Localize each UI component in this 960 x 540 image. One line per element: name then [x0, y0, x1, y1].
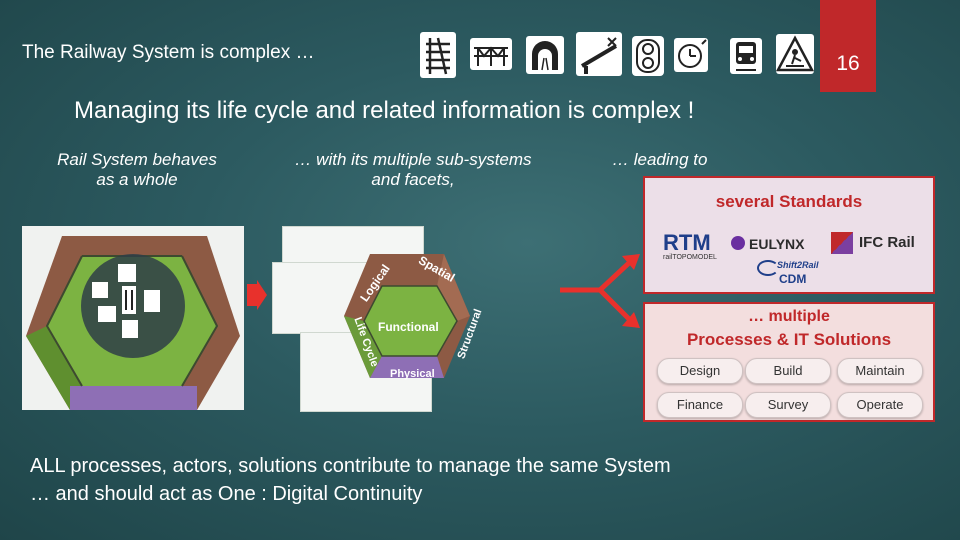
ifc-rail-logo-icon — [831, 232, 853, 254]
signal-light-icon — [632, 36, 664, 76]
column-label-line: Rail System behaves — [57, 150, 217, 169]
column-label-line: as a whole — [96, 170, 178, 189]
column-label-line: … with its multiple sub-systems — [294, 150, 532, 169]
column-label-line: and facets, — [371, 170, 455, 189]
rtm-logo-subtitle: railTOPOMODEL — [663, 254, 717, 261]
standards-heading: several Standards — [715, 192, 863, 211]
railway-icon-strip — [418, 30, 818, 80]
standards-panel: several Standards RTM railTOPOMODEL EULY… — [643, 176, 935, 294]
clock-icon — [674, 38, 708, 72]
track-worker-icon — [775, 34, 815, 74]
slide-subtitle: Managing its life cycle and related info… — [74, 97, 695, 124]
facet-label-physical: Physical — [390, 368, 435, 380]
column-label-line: … leading to — [612, 150, 708, 169]
process-finance-button[interactable]: Finance — [657, 392, 743, 418]
column-label-whole-system: Rail System behaves as a whole — [22, 150, 252, 190]
process-build-button[interactable]: Build — [745, 358, 831, 384]
tunnel-icon — [526, 36, 564, 74]
facet-label-functional: Functional — [378, 320, 439, 334]
page-number: 16 — [836, 52, 860, 75]
bridge-icon — [470, 38, 512, 70]
page-number-badge: 16 — [820, 0, 876, 92]
footer-line: … and should act as One : Digital Contin… — [30, 483, 423, 505]
slide-title: The Railway System is complex … — [22, 42, 315, 63]
level-crossing-icon — [576, 32, 622, 76]
processes-heading-line1: … multiple — [645, 308, 933, 326]
column-label-leading-to: … leading to — [612, 150, 752, 170]
shift2rail-logo-icon — [757, 260, 779, 276]
red-arrow-icon — [247, 280, 267, 310]
column-label-subsystems: … with its multiple sub-systems and face… — [258, 150, 568, 190]
footer-statement: ALL processes, actors, solutions contrib… — [30, 452, 671, 508]
process-survey-button[interactable]: Survey — [745, 392, 831, 418]
eulynx-logo-icon — [731, 236, 745, 250]
rtm-logo: RTM — [663, 230, 711, 255]
train-icon — [730, 38, 762, 74]
processes-heading-line2: Processes & IT Solutions — [686, 330, 892, 349]
process-design-button[interactable]: Design — [657, 358, 743, 384]
processes-heading-prefix: … — [748, 308, 769, 325]
process-operate-button[interactable]: Operate — [837, 392, 923, 418]
eulynx-logo: EULYNX — [749, 236, 805, 252]
cdm-logo: CDM — [779, 272, 807, 286]
subsystems-facets-image: Spatial Logical Functional Structural Li… — [272, 222, 485, 412]
process-maintain-button[interactable]: Maintain — [837, 358, 923, 384]
processes-heading-multiple: multiple — [768, 308, 830, 325]
rail-system-dodecahedron-image — [22, 226, 244, 410]
ifc-rail-logo: IFC Rail — [859, 234, 915, 251]
fork-arrow-icon — [560, 250, 640, 330]
shift2rail-logo: Shift2Rail — [777, 260, 819, 270]
footer-line: ALL processes, actors, solutions contrib… — [30, 455, 671, 477]
railway-switch-icon — [420, 32, 456, 78]
processes-panel: … multiple Processes & IT Solutions Desi… — [643, 302, 935, 422]
